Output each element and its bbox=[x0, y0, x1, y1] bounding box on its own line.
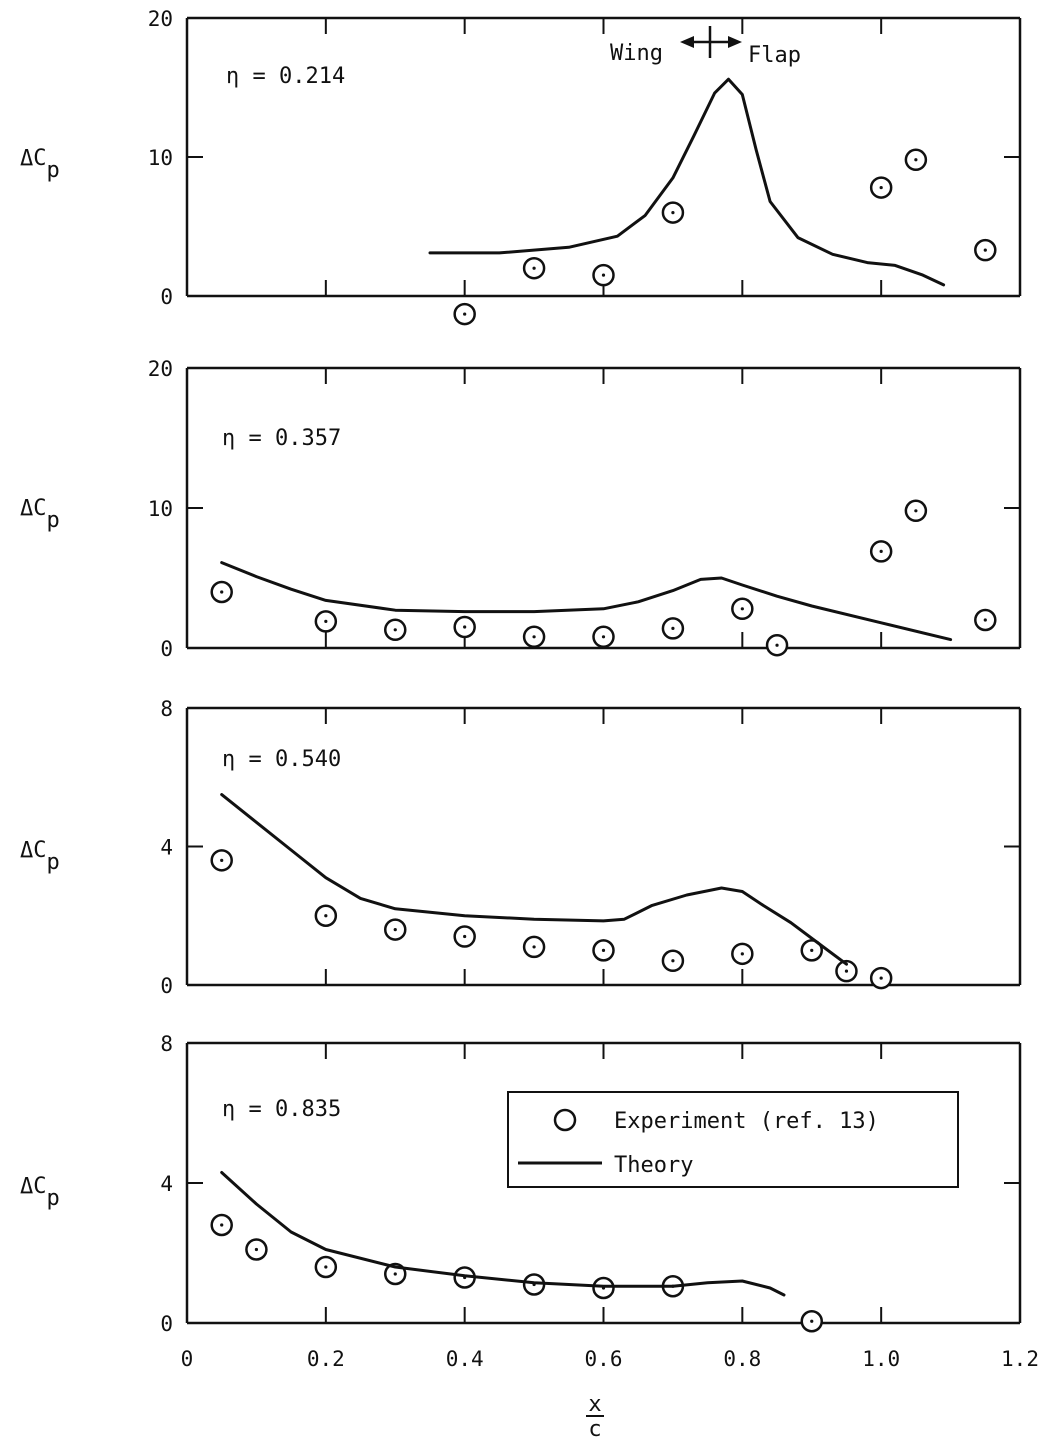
y-tick-label: 10 bbox=[148, 497, 173, 521]
x-tick-label: 0.6 bbox=[585, 1347, 623, 1371]
flap-arrowhead bbox=[728, 36, 742, 48]
experiment-point-center bbox=[324, 619, 328, 624]
y-tick-label: 8 bbox=[160, 1032, 173, 1056]
experiment-point-center bbox=[532, 635, 536, 639]
experiment-point-center bbox=[844, 969, 849, 973]
experiment-point-center bbox=[532, 945, 536, 949]
x-axis-tick-labels: 0 0.2 0.4 0.6 0.8 1.0 1.2 bbox=[181, 1347, 1039, 1371]
x-tick-label: 0.2 bbox=[307, 1347, 345, 1371]
x-tick-label: 1.0 bbox=[862, 1347, 900, 1371]
experiment-point-center bbox=[671, 626, 675, 631]
experiment-point-center bbox=[983, 248, 987, 252]
eta-label: η = 0.540 bbox=[222, 747, 341, 772]
legend-experiment-label: Experiment (ref. 13) bbox=[614, 1109, 879, 1134]
experiment-point-center bbox=[914, 158, 918, 162]
experiment-point-center bbox=[393, 1272, 397, 1276]
wing-arrowhead bbox=[680, 36, 694, 48]
experiment-point-center bbox=[810, 948, 814, 952]
y-tick-label: 0 bbox=[160, 285, 173, 309]
legend-box bbox=[507, 1091, 959, 1188]
theory-curve bbox=[220, 1171, 786, 1297]
experiment-point-center bbox=[601, 635, 606, 639]
experiment-point-center bbox=[324, 1265, 328, 1269]
experiment-point-center bbox=[393, 928, 397, 932]
x-axis-label-numerator: x bbox=[588, 1392, 601, 1417]
experiment-point-center bbox=[879, 976, 883, 980]
theory-curve bbox=[220, 561, 953, 642]
experiment-point-center bbox=[601, 948, 606, 952]
theory-curve bbox=[428, 77, 946, 287]
eta-label: η = 0.214 bbox=[226, 64, 345, 89]
experiment-point-center bbox=[220, 858, 224, 862]
experiment-point-center bbox=[983, 618, 987, 622]
y-axis-label: ΔCp bbox=[20, 496, 60, 533]
experiment-point-center bbox=[393, 628, 397, 632]
y-axis-label: ΔCp bbox=[20, 146, 60, 183]
x-tick-label: 0.8 bbox=[723, 1347, 761, 1371]
experiment-point-center bbox=[671, 959, 675, 963]
y-tick-label: 0 bbox=[160, 1312, 173, 1336]
y-axis-label: ΔCp bbox=[20, 1174, 60, 1211]
experiment-point-center bbox=[740, 952, 744, 956]
experiment-point-center bbox=[740, 607, 744, 611]
wing-flap-annotation: Wing Flap bbox=[610, 26, 801, 68]
wing-label: Wing bbox=[610, 41, 663, 66]
x-axis-label: x c bbox=[586, 1392, 604, 1441]
experiment-point-center bbox=[879, 549, 883, 554]
experiment-point-center bbox=[914, 509, 918, 513]
x-tick-label: 0 bbox=[181, 1347, 194, 1371]
experiment-point-center bbox=[220, 590, 224, 594]
x-tick-label: 1.2 bbox=[1001, 1347, 1039, 1371]
y-tick-label: 0 bbox=[160, 637, 173, 661]
y-axis-label: ΔCp bbox=[20, 838, 60, 875]
y-tick-label: 8 bbox=[160, 697, 173, 721]
experiment-point-center bbox=[671, 211, 675, 215]
x-tick-label: 0.4 bbox=[446, 1347, 484, 1371]
experiment-point-center bbox=[463, 312, 467, 316]
y-tick-label: 4 bbox=[160, 1172, 173, 1196]
eta-label: η = 0.835 bbox=[222, 1097, 341, 1122]
experiment-point-center bbox=[879, 185, 883, 190]
experiment-point-center bbox=[463, 934, 467, 939]
flap-label: Flap bbox=[748, 43, 801, 68]
experiment-point-center bbox=[463, 625, 467, 629]
legend-theory-label: Theory bbox=[614, 1153, 693, 1178]
experiment-point-center bbox=[324, 914, 328, 918]
experiment-point-center bbox=[810, 1319, 814, 1323]
y-tick-label: 10 bbox=[148, 146, 173, 170]
experiment-point-center bbox=[601, 273, 606, 277]
y-tick-label: 4 bbox=[160, 836, 173, 860]
y-tick-label: 20 bbox=[148, 7, 173, 31]
eta-label: η = 0.357 bbox=[222, 426, 341, 451]
y-tick-label: 0 bbox=[160, 974, 173, 998]
experiment-point-center bbox=[775, 643, 779, 647]
y-tick-label: 20 bbox=[148, 357, 173, 381]
experiment-point-center bbox=[532, 266, 536, 270]
legend: Experiment (ref. 13) Theory bbox=[507, 1091, 959, 1188]
experiment-point-center bbox=[254, 1247, 259, 1252]
theory-curve bbox=[220, 793, 848, 966]
experiment-point-center bbox=[220, 1223, 224, 1227]
legend-experiment-marker bbox=[553, 1108, 577, 1132]
x-axis-label-denominator: c bbox=[588, 1417, 601, 1441]
